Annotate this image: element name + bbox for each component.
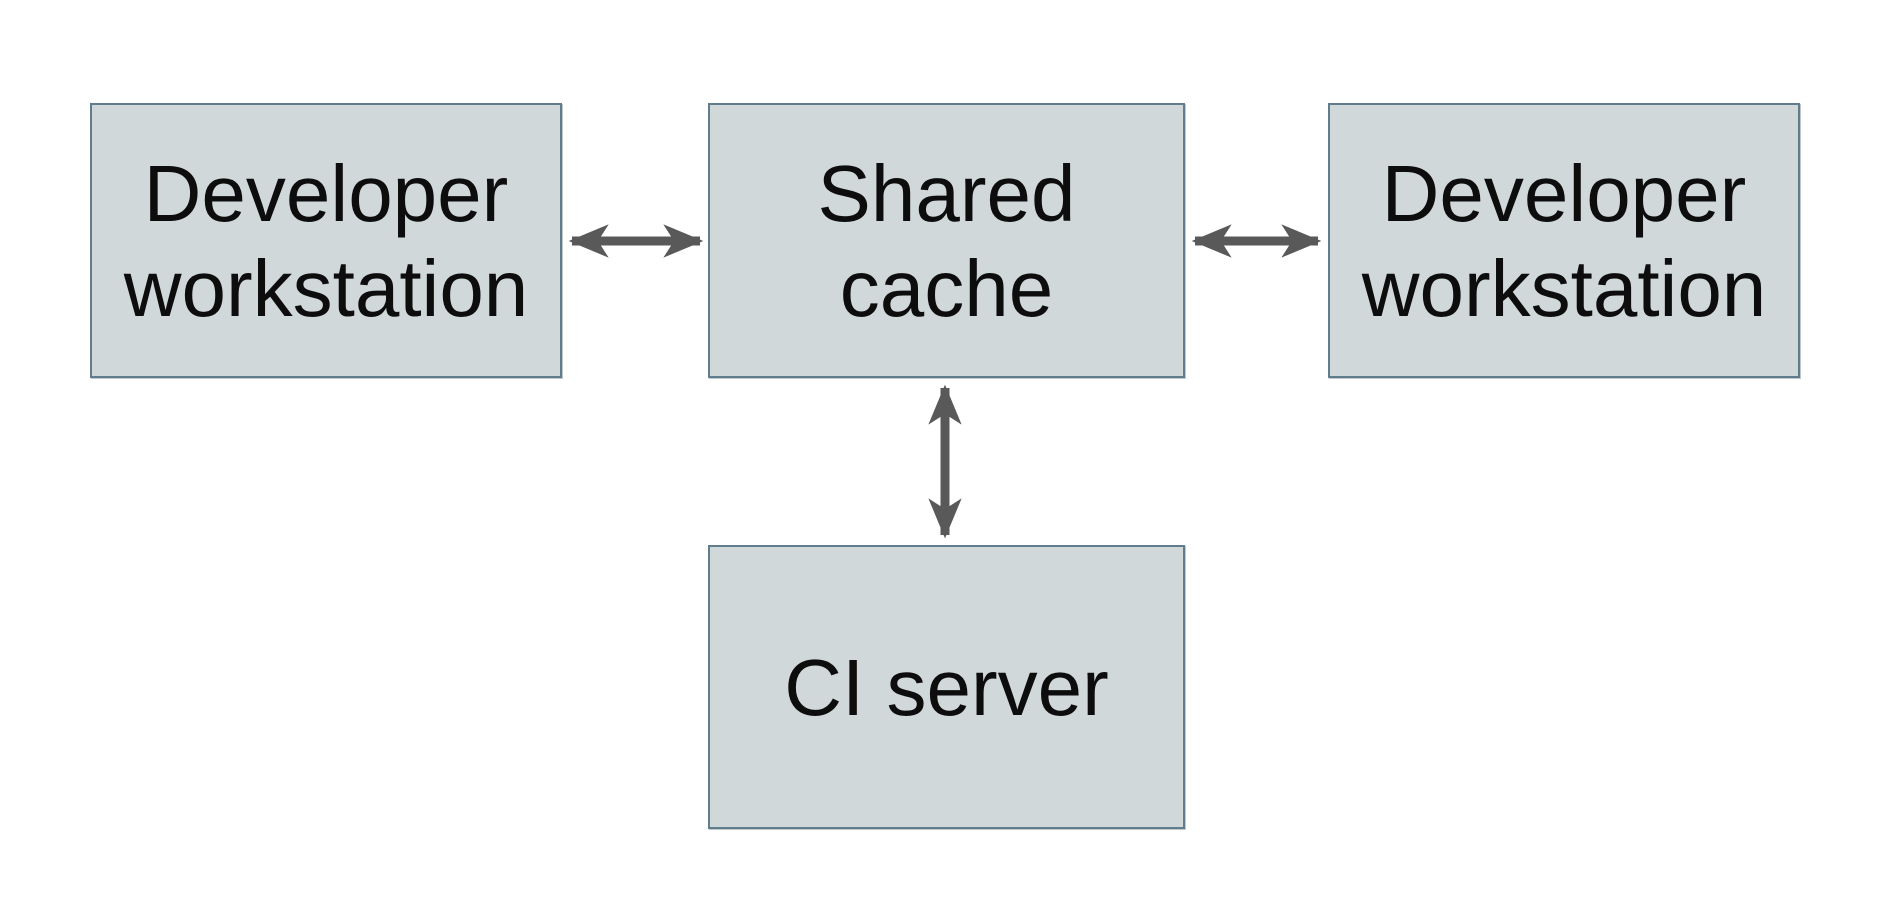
node-developer-workstation-right: Developer workstation — [1328, 103, 1800, 378]
node-developer-workstation-left: Developer workstation — [90, 103, 562, 378]
node-ci-server: CI server — [708, 545, 1185, 829]
node-label: Developer workstation — [1361, 148, 1767, 333]
node-shared-cache: Shared cache — [708, 103, 1185, 378]
node-label: CI server — [784, 642, 1109, 732]
node-label: Shared cache — [817, 148, 1076, 333]
node-label: Developer workstation — [123, 148, 529, 333]
